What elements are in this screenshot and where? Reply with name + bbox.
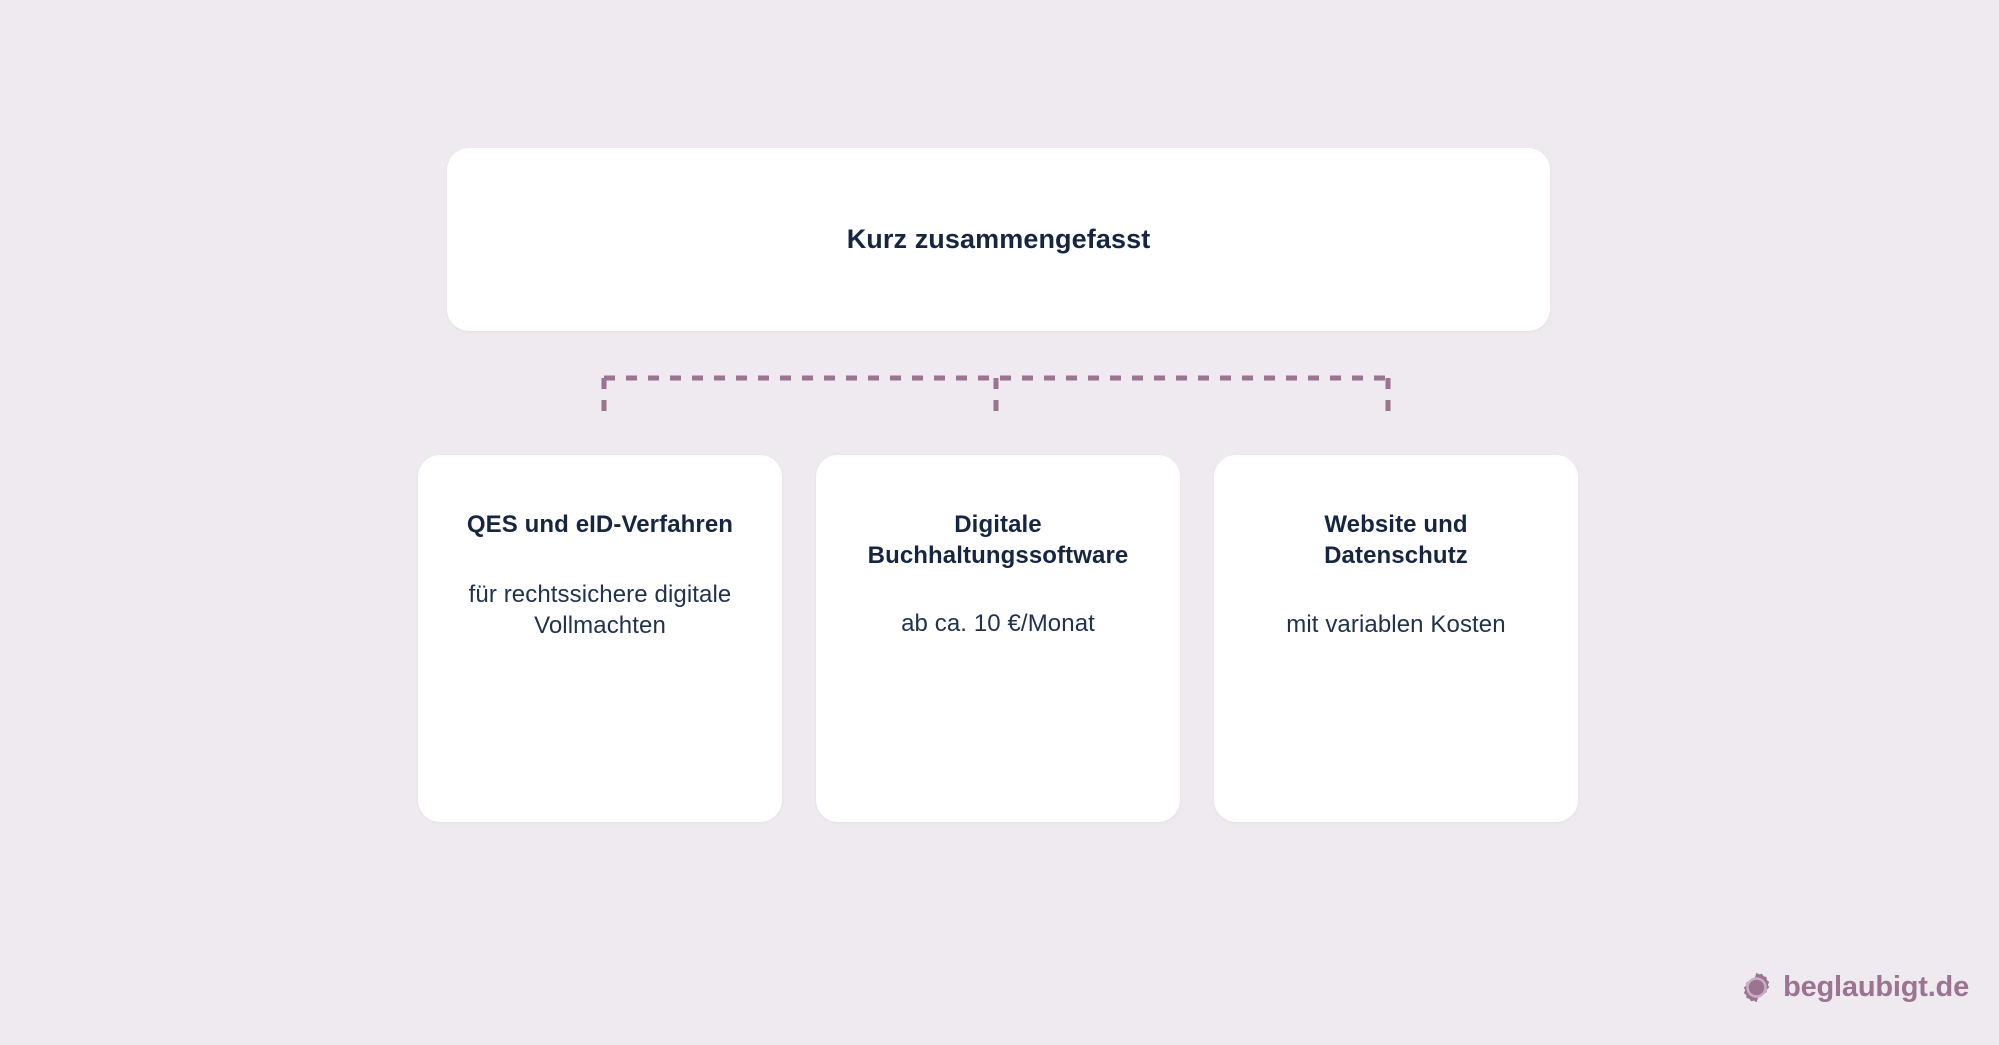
summary-card-title: Kurz zusammengefasst — [846, 223, 1151, 254]
detail-cards-row: QES und eID-Verfahren für rechtssichere … — [418, 455, 1578, 822]
detail-card-title: Digitale Buchhaltungssoftware — [867, 511, 1129, 569]
detail-card-title: Website und Datenschutz — [1324, 511, 1468, 569]
connector-lines — [600, 374, 1392, 422]
brand-logo: beglaubigt.de — [1741, 972, 1969, 1003]
detail-card-body: ab ca. 10 €/Monat — [901, 610, 1095, 638]
detail-card-title: QES und eID-Verfahren — [466, 511, 734, 538]
circle-gear-icon — [1744, 972, 1770, 1003]
detail-card-buchhaltungssoftware: Digitale Buchhaltungssoftware ab ca. 10 … — [816, 455, 1180, 822]
detail-card-body: mit variablen Kosten — [1286, 611, 1506, 639]
detail-card-body: für rechtssichere digitale Vollmachten — [468, 580, 732, 640]
brand-name: beglaubigt.de — [1783, 971, 1969, 1003]
detail-card-qes-eid: QES und eID-Verfahren für rechtssichere … — [418, 455, 782, 822]
detail-card-website-datenschutz: Website und Datenschutz mit variablen Ko… — [1214, 455, 1578, 822]
summary-card: Kurz zusammengefasst — [447, 148, 1550, 331]
